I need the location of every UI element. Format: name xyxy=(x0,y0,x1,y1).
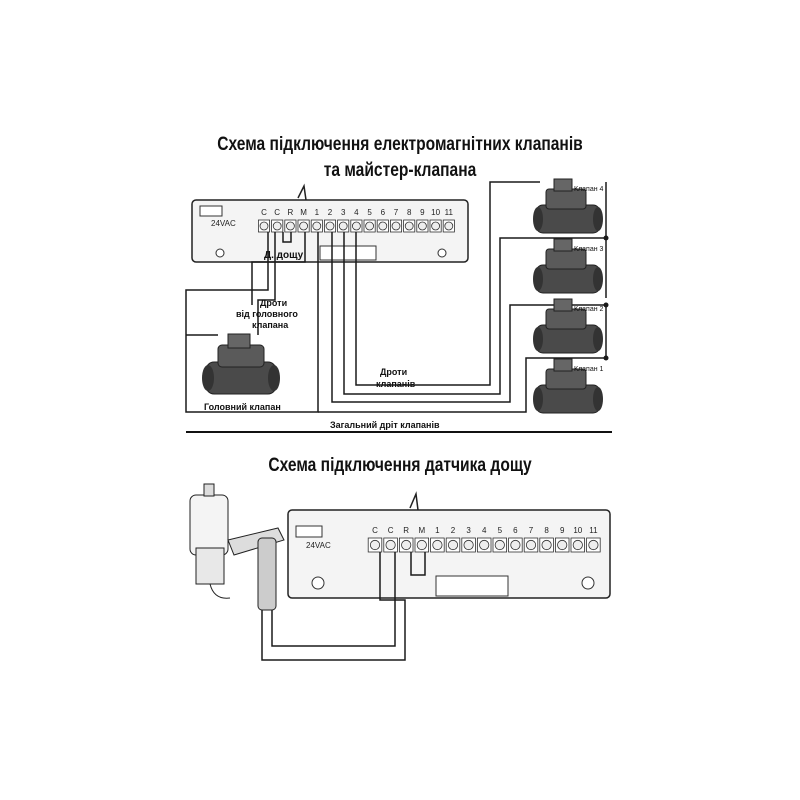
terminal-screw-head-5 xyxy=(312,221,322,231)
terminal-label-8: 4 xyxy=(482,526,487,535)
terminal-screw-head-3 xyxy=(285,221,295,231)
voltage-label-1: 24VAC xyxy=(211,219,236,228)
terminal-label-4: M xyxy=(418,526,425,535)
terminal-screw-head-2 xyxy=(385,539,396,551)
zone-valve-label-3: Клапан 3 xyxy=(574,246,604,253)
master-wires-label-1: Дроти xyxy=(260,298,287,308)
zone-valves: Клапан 4 Клапан 3 Клапан 2 Клапан 1 xyxy=(533,178,604,414)
terminal-label-5: 1 xyxy=(315,208,320,217)
diagram1-title-line2: та майстер-клапана xyxy=(323,160,477,181)
rain-sensor-label: Д. дощу xyxy=(264,250,304,261)
wires-diagram-1 xyxy=(185,181,607,413)
zone-valve-2 xyxy=(533,298,603,354)
terminal-screw-head-15 xyxy=(444,221,454,231)
terminal-screw-head-9 xyxy=(494,539,505,551)
zone-valve-label-2: Клапан 2 xyxy=(574,306,604,313)
terminal-screw-head-9 xyxy=(365,221,375,231)
master-valve-label: Головний клапан xyxy=(204,402,281,412)
master-wires-label-3: клапана xyxy=(252,320,289,330)
terminal-label-13: 9 xyxy=(420,208,425,217)
terminal-screw-head-5 xyxy=(432,539,443,551)
terminal-label-4: M xyxy=(300,208,307,217)
terminal-screw-head-7 xyxy=(338,221,348,231)
terminal-label-3: R xyxy=(288,208,294,217)
terminal-label-11: 7 xyxy=(529,526,534,535)
terminal-label-5: 1 xyxy=(435,526,440,535)
terminal-screw-head-1 xyxy=(259,221,269,231)
terminal-label-15: 11 xyxy=(445,208,454,217)
terminal-screw-head-6 xyxy=(325,221,335,231)
terminal-screw-head-8 xyxy=(351,221,361,231)
terminal-label-1: C xyxy=(261,208,267,217)
zone-valve-label-4: Клапан 4 xyxy=(574,186,604,193)
terminal-label-7: 3 xyxy=(341,208,346,217)
zone-valve-3 xyxy=(533,238,603,294)
terminal-screw-head-3 xyxy=(401,539,412,551)
terminal-screw-head-14 xyxy=(431,221,441,231)
terminal-screw-head-12 xyxy=(541,539,552,551)
terminal-label-11: 7 xyxy=(394,208,399,217)
terminal-label-14: 10 xyxy=(431,208,440,217)
wires-diagram-2 xyxy=(261,552,426,661)
terminal-label-9: 5 xyxy=(367,208,372,217)
terminal-label-6: 2 xyxy=(451,526,456,535)
master-valve xyxy=(202,333,280,395)
zone-valve-4 xyxy=(533,178,603,234)
voltage-label-2: 24VAC xyxy=(306,541,331,550)
terminal-screw-head-4 xyxy=(416,539,427,551)
terminal-screw-head-15 xyxy=(588,539,599,551)
terminal-screw-head-8 xyxy=(479,539,490,551)
terminal-label-12: 8 xyxy=(544,526,549,535)
terminal-screw-head-6 xyxy=(447,539,459,551)
valve-wires-label-1: Дроти xyxy=(380,367,407,377)
terminal-label-2: C xyxy=(274,208,280,217)
diagram2-title: Схема підключення датчика дощу xyxy=(268,455,532,476)
valve-wires-label-2: клапанів xyxy=(376,379,416,389)
terminal-label-12: 8 xyxy=(407,208,412,217)
zone-valve-1 xyxy=(533,358,603,414)
zone-valve-label-1: Клапан 1 xyxy=(574,366,604,373)
terminal-screw-head-14 xyxy=(572,539,583,551)
terminal-label-1: C xyxy=(372,526,378,535)
terminal-screw-head-1 xyxy=(369,539,381,551)
terminal-screw-head-11 xyxy=(391,221,401,231)
terminal-label-10: 6 xyxy=(513,526,518,535)
terminal-screw-head-11 xyxy=(525,539,537,551)
rain-sensor xyxy=(189,483,285,611)
terminal-label-10: 6 xyxy=(381,208,386,217)
common-wire-label: Загальний дріт клапанів xyxy=(330,420,440,430)
master-wires-label-2: від головного xyxy=(236,309,298,319)
terminal-screw-head-10 xyxy=(510,539,521,551)
terminal-label-8: 4 xyxy=(354,208,359,217)
terminal-screw-head-12 xyxy=(404,221,414,231)
terminal-label-7: 3 xyxy=(466,526,471,535)
terminal-label-9: 5 xyxy=(498,526,503,535)
terminal-screw-head-13 xyxy=(417,221,427,231)
terminal-screw-head-2 xyxy=(272,221,282,231)
terminal-label-15: 11 xyxy=(589,526,598,535)
terminal-label-14: 10 xyxy=(573,526,582,535)
terminal-screw-head-13 xyxy=(557,539,568,551)
terminal-screw-head-4 xyxy=(299,221,309,231)
terminal-screw-head-7 xyxy=(463,539,474,551)
terminal-label-13: 9 xyxy=(560,526,565,535)
terminal-screw-head-10 xyxy=(378,221,388,231)
terminal-label-2: C xyxy=(388,526,394,535)
diagram1-title-line1: Схема підключення електромагнітних клапа… xyxy=(217,134,583,155)
terminal-label-3: R xyxy=(403,526,409,535)
terminal-label-6: 2 xyxy=(328,208,333,217)
